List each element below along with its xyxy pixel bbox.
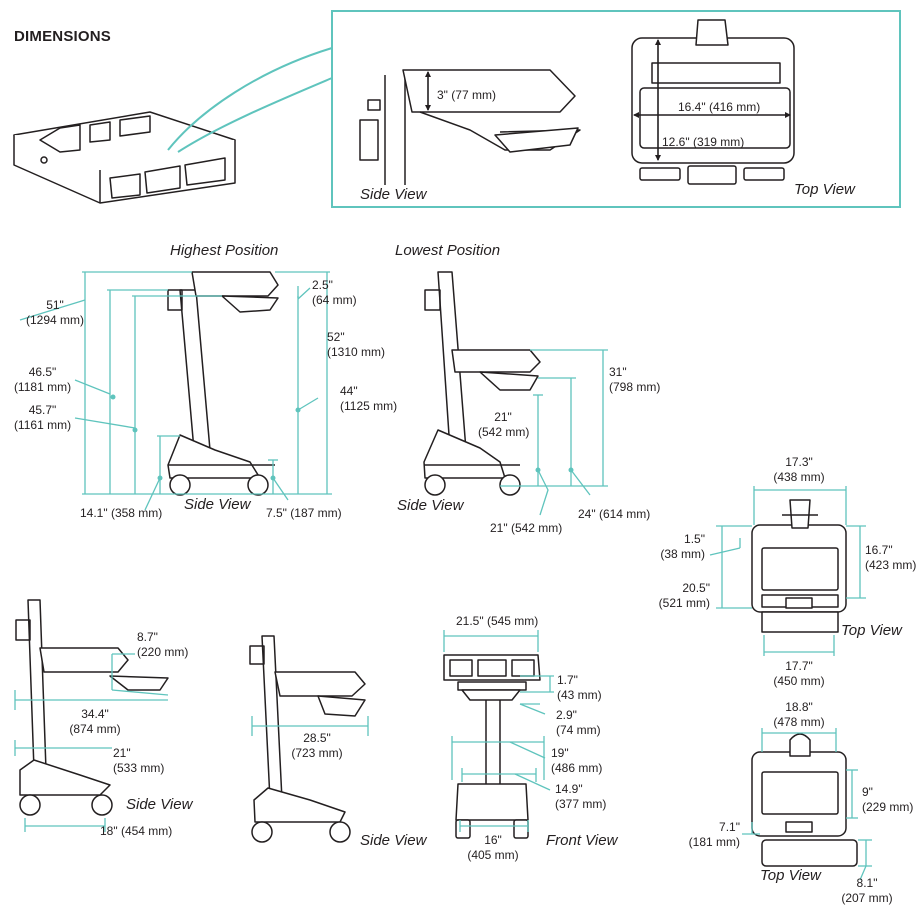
dim-f2-9: 2.9"(74 mm) bbox=[556, 708, 601, 737]
cart-front-view bbox=[443, 654, 541, 839]
caption-side-view-3: Side View bbox=[126, 796, 193, 813]
teal-dimension-lines-bottom bbox=[14, 630, 872, 881]
dim-l21b: 21" (542 mm) bbox=[490, 521, 563, 535]
dim-l21a: 21"(542 mm) bbox=[478, 410, 530, 439]
cart-lowest-position bbox=[423, 271, 541, 496]
dim-s28-5: 28.5"(723 mm) bbox=[291, 731, 343, 760]
dim-s34-4: 34.4"(874 mm) bbox=[69, 707, 121, 736]
cart-top-view-2 bbox=[751, 733, 858, 867]
caption-top-view-1: Top View bbox=[841, 622, 902, 639]
cart-top-view-1 bbox=[751, 499, 847, 633]
inset-dimension-lines bbox=[425, 39, 791, 161]
dim-h7-5: 7.5" (187 mm) bbox=[266, 506, 342, 520]
teal-dimension-lines-top1 bbox=[709, 486, 866, 656]
dim-b18-8: 18.8"(478 mm) bbox=[773, 700, 825, 729]
dim-inset-width: 16.4" (416 mm) bbox=[678, 100, 761, 114]
dim-f14-9: 14.9"(377 mm) bbox=[555, 782, 607, 811]
dim-s21: 21"(533 mm) bbox=[113, 746, 165, 775]
tray-perspective-illustration bbox=[13, 111, 236, 204]
dim-t20-5: 20.5"(521 mm) bbox=[658, 581, 710, 610]
page-title: DIMENSIONS bbox=[14, 28, 112, 45]
caption-front-view: Front View bbox=[546, 832, 618, 849]
dim-f21-5: 21.5" (545 mm) bbox=[456, 614, 539, 628]
dim-s8-7: 8.7"(220 mm) bbox=[137, 630, 189, 659]
dim-h44: 44"(1125 mm) bbox=[340, 384, 398, 413]
inset-top-view bbox=[631, 19, 795, 185]
dim-b9: 9"(229 mm) bbox=[862, 785, 914, 814]
caption-lowest-position: Lowest Position bbox=[395, 242, 501, 259]
dim-h2-5: 2.5"(64 mm) bbox=[312, 278, 357, 307]
cart-side-view-3 bbox=[15, 599, 169, 816]
dim-h51: 51"(1294 mm) bbox=[25, 298, 84, 327]
dim-h45-7: 45.7"(1161 mm) bbox=[13, 403, 72, 432]
dim-b7-1: 7.1"(181 mm) bbox=[688, 820, 740, 849]
caption-highest-position: Highest Position bbox=[170, 242, 279, 259]
caption-side-view-2: Side View bbox=[397, 497, 464, 514]
dim-inset-depth: 12.6" (319 mm) bbox=[662, 135, 745, 149]
dim-f19: 19"(486 mm) bbox=[551, 746, 603, 775]
dim-b8-1: 8.1"(207 mm) bbox=[841, 876, 893, 905]
inset-side-view bbox=[359, 69, 581, 185]
caption-inset-top-view: Top View bbox=[794, 181, 855, 198]
cart-highest-position bbox=[167, 271, 279, 496]
callout-curves bbox=[167, 47, 333, 153]
dim-f1-7: 1.7"(43 mm) bbox=[557, 673, 602, 702]
dim-l24: 24" (614 mm) bbox=[578, 507, 651, 521]
teal-dimension-lines-middle bbox=[19, 271, 608, 516]
caption-side-view-1: Side View bbox=[184, 496, 251, 513]
caption-side-view-4: Side View bbox=[360, 832, 427, 849]
dim-f16: 16"(405 mm) bbox=[467, 833, 519, 862]
dim-h14-1: 14.1" (358 mm) bbox=[80, 506, 163, 520]
dimension-dots-middle bbox=[110, 394, 574, 481]
dim-s18: 18" (454 mm) bbox=[100, 824, 173, 838]
dim-inset-height: 3" (77 mm) bbox=[437, 88, 496, 102]
dim-h46-5: 46.5"(1181 mm) bbox=[13, 365, 72, 394]
dim-h52: 52"(1310 mm) bbox=[327, 330, 386, 359]
dim-t17-3: 17.3"(438 mm) bbox=[773, 455, 825, 484]
caption-inset-side-view: Side View bbox=[360, 186, 427, 203]
dim-t1-5: 1.5"(38 mm) bbox=[660, 532, 705, 561]
caption-top-view-2: Top View bbox=[760, 867, 821, 884]
dim-t17-7: 17.7"(450 mm) bbox=[773, 659, 825, 688]
dim-l31: 31"(798 mm) bbox=[609, 365, 661, 394]
dim-t16-7: 16.7"(423 mm) bbox=[865, 543, 917, 572]
cart-side-view-4 bbox=[249, 635, 366, 843]
